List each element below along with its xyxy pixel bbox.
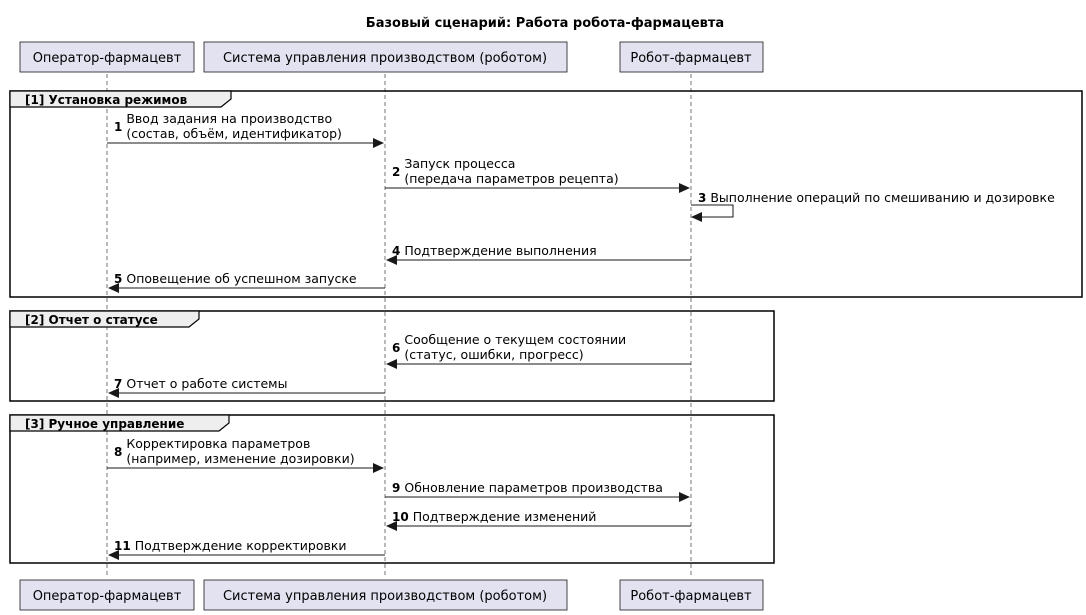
message-number: 4: [392, 244, 400, 258]
participant-label: Оператор-фармацевт: [33, 51, 182, 66]
message-9: 9 Обновление параметров производства: [385, 480, 690, 502]
message-text-line-2: (состав, объём, идентификатор): [126, 126, 342, 141]
arrow-head: [679, 492, 690, 502]
group-frame-setup: [1] Установка режимов: [9, 90, 1083, 298]
participant-system-bottom: Система управления производством (робото…: [203, 579, 568, 611]
message-text-line-1: Выполнение операций по смешиванию и дози…: [710, 190, 1055, 205]
message-text-line-1: Сообщение о текущем состоянии: [404, 332, 626, 347]
participant-operator-bottom: Оператор-фармацевт: [19, 579, 195, 611]
participant-operator-top: Оператор-фармацевт: [19, 41, 195, 73]
message-text-line-2: (например, изменение дозировки): [126, 451, 354, 466]
message-number: 2: [392, 165, 400, 179]
arrow-head: [386, 255, 397, 265]
arrow-head: [679, 183, 690, 193]
message-text-line-1: Отчет о работе системы: [126, 376, 287, 391]
arrow-head: [691, 212, 702, 222]
message-number: 9: [392, 481, 400, 495]
diagram-title: Базовый сценарий: Работа робота-фармацев…: [366, 16, 724, 31]
group-label: [3] Ручное управление: [25, 417, 184, 431]
message-text-line-2: (статус, ошибки, прогресс): [404, 347, 583, 362]
message-6: 6 Сообщение о текущем состоянии (статус,…: [386, 332, 691, 369]
message-number: 10: [392, 510, 409, 524]
group-label: [1] Установка режимов: [25, 93, 188, 107]
message-3: 3 Выполнение операций по смешиванию и до…: [691, 190, 1055, 222]
message-text-line-2: (передача параметров рецепта): [404, 171, 618, 186]
arrow-head: [386, 359, 397, 369]
message-number: 5: [114, 272, 122, 286]
arrow-head: [108, 388, 119, 398]
message-text-line-1: Подтверждение корректировки: [135, 538, 347, 553]
arrow-head: [386, 521, 397, 531]
arrow-head: [373, 463, 384, 473]
participant-label: Робот-фармацевт: [630, 51, 752, 66]
message-number: 7: [114, 377, 122, 391]
message-text-line-1: Подтверждение выполнения: [404, 243, 596, 258]
message-7: 7 Отчет о работе системы: [108, 376, 385, 398]
participant-robot-bottom: Робот-фармацевт: [619, 579, 764, 611]
message-2: 2 Запуск процесса (передача параметров р…: [385, 156, 690, 193]
participant-label: Система управления производством (робото…: [223, 589, 547, 604]
message-number: 1: [114, 120, 122, 134]
arrow-head: [108, 283, 119, 293]
message-text-line-1: Оповещение об успешном запуске: [126, 271, 357, 286]
message-10: 10 Подтверждение изменений: [386, 509, 691, 531]
participant-label: Оператор-фармацевт: [33, 589, 182, 604]
group-frame-manual: [3] Ручное управление: [9, 414, 775, 564]
message-11: 11 Подтверждение корректировки: [108, 538, 385, 560]
participant-system-top: Система управления производством (робото…: [203, 41, 568, 73]
message-number: 6: [392, 341, 400, 355]
arrow-head: [373, 138, 384, 148]
group-label: [2] Отчет о статусе: [25, 313, 158, 327]
message-text-line-1: Корректировка параметров: [126, 436, 310, 451]
message-text-line-1: Подтверждение изменений: [413, 509, 597, 524]
message-text-line-1: Обновление параметров производства: [404, 480, 663, 495]
message-1: 1 Ввод задания на производство (состав, …: [107, 111, 384, 148]
self-message-arrow: [691, 204, 734, 218]
message-text-line-1: Запуск процесса: [404, 156, 515, 171]
message-number: 8: [114, 445, 122, 459]
participant-label: Робот-фармацевт: [630, 589, 752, 604]
message-5: 5 Оповещение об успешном запуске: [108, 271, 385, 293]
participant-label: Система управления производством (робото…: [223, 51, 547, 66]
message-text-line-1: Ввод задания на производство: [126, 111, 332, 126]
message-8: 8 Корректировка параметров (например, из…: [107, 436, 384, 473]
group-frame-status: [2] Отчет о статусе: [9, 310, 775, 402]
participant-robot-top: Робот-фармацевт: [619, 41, 764, 73]
arrow-head: [108, 550, 119, 560]
message-number: 3: [698, 191, 706, 205]
message-number: 11: [114, 539, 131, 553]
message-4: 4 Подтверждение выполнения: [386, 243, 691, 265]
